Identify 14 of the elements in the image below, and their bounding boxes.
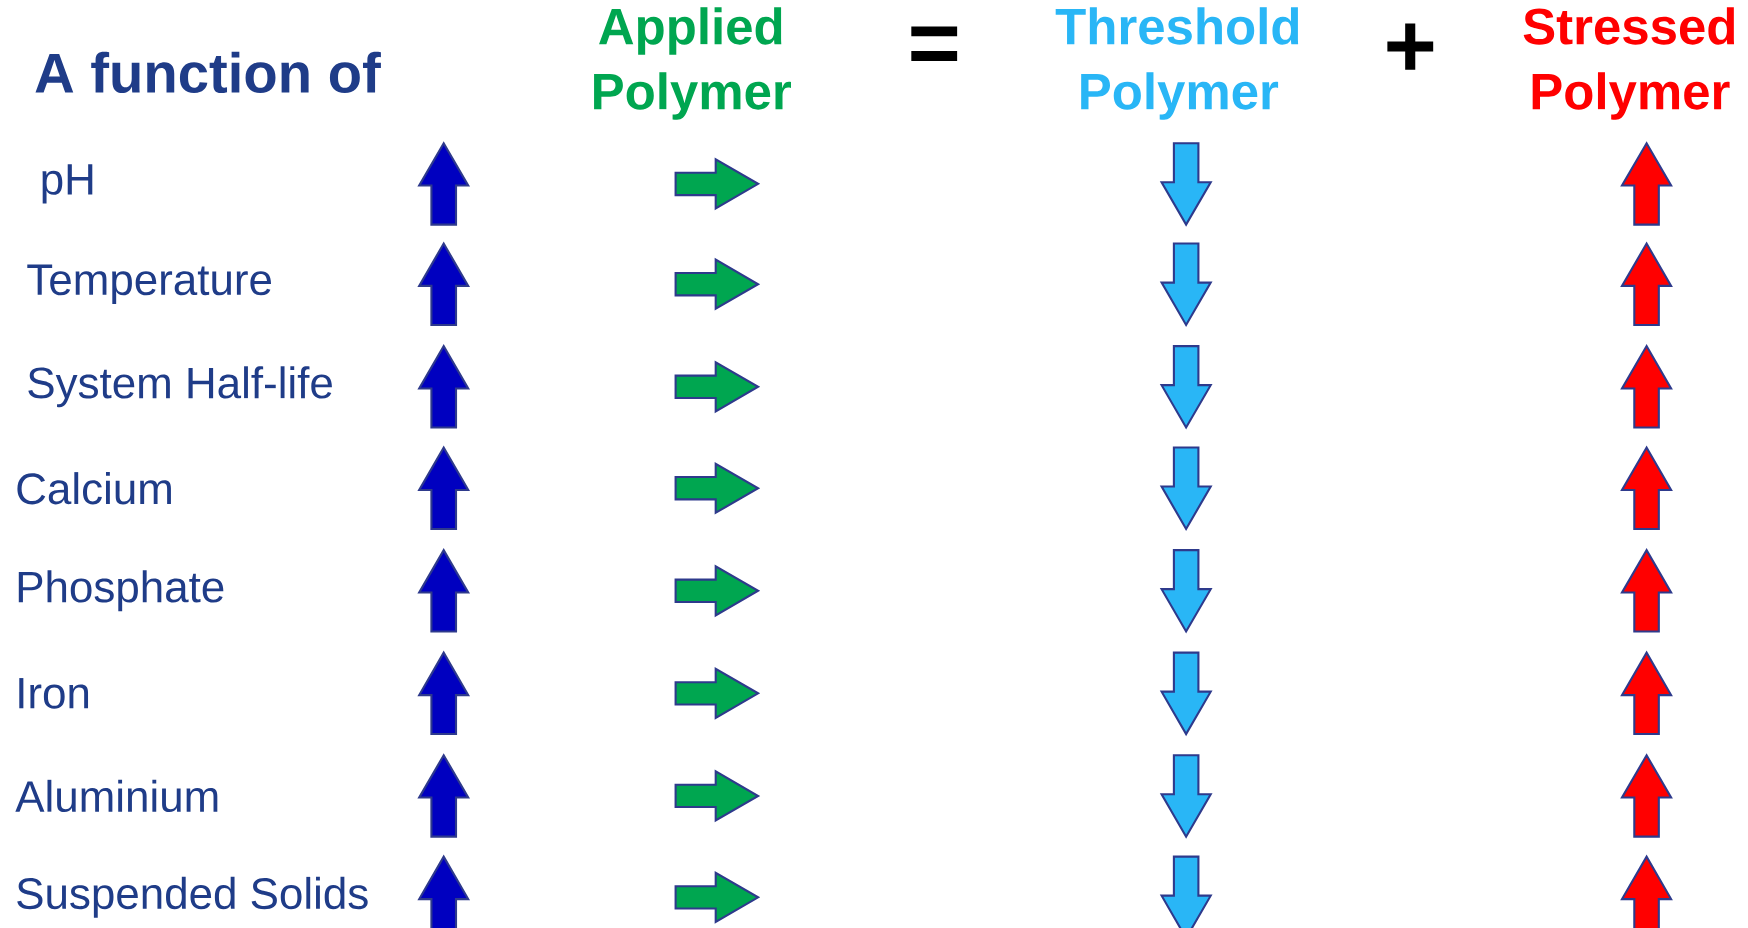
- column-heading: Stressed Polymer: [1523, 7, 1735, 120]
- row-label: Suspended Solids: [17, 876, 368, 918]
- row-label: System Half-life: [28, 366, 332, 408]
- column-heading: Applied Polymer: [594, 7, 791, 120]
- row-label: Calcium: [17, 472, 171, 505]
- row-label: Aluminium: [15, 779, 218, 813]
- equals-sign: =: [911, 26, 958, 61]
- row-label: Temperature: [27, 264, 271, 304]
- row-label: Iron: [19, 678, 89, 709]
- row-label: Phosphate: [18, 570, 224, 612]
- heading: A function of: [35, 51, 381, 94]
- row-label: pH: [42, 164, 93, 204]
- column-heading: Threshold Polymer: [1055, 7, 1299, 120]
- plus-sign: +: [1387, 23, 1434, 70]
